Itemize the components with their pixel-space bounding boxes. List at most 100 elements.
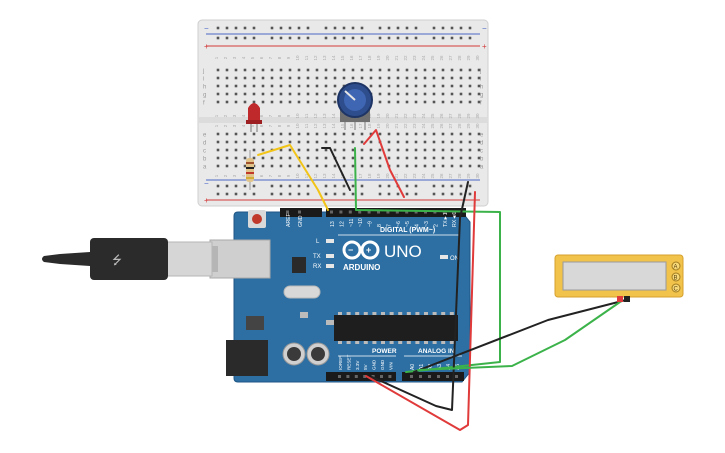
breadboard-hole[interactable] xyxy=(414,132,418,136)
digital-pin-socket[interactable] xyxy=(339,210,343,214)
breadboard-hole[interactable] xyxy=(342,140,346,144)
breadboard-hole[interactable] xyxy=(423,68,427,72)
rail-hole[interactable] xyxy=(288,192,292,196)
breadboard-hole[interactable] xyxy=(441,68,445,72)
breadboard-hole[interactable] xyxy=(414,84,418,88)
breadboard-hole[interactable] xyxy=(459,76,463,80)
rail-hole[interactable] xyxy=(342,26,346,30)
breadboard-hole[interactable] xyxy=(261,132,265,136)
rail-hole[interactable] xyxy=(351,36,355,40)
breadboard-hole[interactable] xyxy=(324,76,328,80)
rail-hole[interactable] xyxy=(405,26,409,30)
breadboard-hole[interactable] xyxy=(324,156,328,160)
breadboard-hole[interactable] xyxy=(369,132,373,136)
breadboard-hole[interactable] xyxy=(225,156,229,160)
wire-black-long[interactable] xyxy=(371,181,469,411)
breadboard-hole[interactable] xyxy=(216,76,220,80)
breadboard-hole[interactable] xyxy=(297,132,301,136)
rail-hole[interactable] xyxy=(378,36,382,40)
rail-hole[interactable] xyxy=(459,36,463,40)
rail-hole[interactable] xyxy=(387,184,391,188)
red-led[interactable] xyxy=(246,103,262,132)
usb-port[interactable] xyxy=(209,239,271,279)
rail-hole[interactable] xyxy=(279,192,283,196)
breadboard-hole[interactable] xyxy=(306,84,310,88)
breadboard-hole[interactable] xyxy=(423,164,427,168)
breadboard-hole[interactable] xyxy=(414,148,418,152)
breadboard-hole[interactable] xyxy=(333,132,337,136)
wire-red-long[interactable] xyxy=(365,191,476,431)
breadboard-hole[interactable] xyxy=(369,76,373,80)
rail-hole[interactable] xyxy=(351,192,355,196)
breadboard-hole[interactable] xyxy=(414,68,418,72)
rail-hole[interactable] xyxy=(432,26,436,30)
rail-hole[interactable] xyxy=(441,26,445,30)
breadboard-hole[interactable] xyxy=(405,68,409,72)
breadboard-hole[interactable] xyxy=(333,92,337,96)
rail-hole[interactable] xyxy=(297,36,301,40)
breadboard-hole[interactable] xyxy=(432,100,436,104)
breadboard-hole[interactable] xyxy=(441,76,445,80)
rail-hole[interactable] xyxy=(387,26,391,30)
breadboard-hole[interactable] xyxy=(297,148,301,152)
breadboard-hole[interactable] xyxy=(369,156,373,160)
breadboard-hole[interactable] xyxy=(279,148,283,152)
breadboard-hole[interactable] xyxy=(450,76,454,80)
breadboard-hole[interactable] xyxy=(369,140,373,144)
breadboard-hole[interactable] xyxy=(450,140,454,144)
breadboard-hole[interactable] xyxy=(387,68,391,72)
rail-hole[interactable] xyxy=(297,184,301,188)
breadboard-hole[interactable] xyxy=(432,148,436,152)
breadboard-hole[interactable] xyxy=(216,68,220,72)
breadboard-hole[interactable] xyxy=(441,100,445,104)
breadboard-hole[interactable] xyxy=(306,132,310,136)
breadboard-hole[interactable] xyxy=(477,132,481,136)
rail-hole[interactable] xyxy=(396,192,400,196)
breadboard-hole[interactable] xyxy=(369,84,373,88)
rail-hole[interactable] xyxy=(279,26,283,30)
breadboard-hole[interactable] xyxy=(261,84,265,88)
breadboard-hole[interactable] xyxy=(342,164,346,168)
breadboard-hole[interactable] xyxy=(405,100,409,104)
rail-hole[interactable] xyxy=(324,36,328,40)
breadboard-hole[interactable] xyxy=(306,76,310,80)
breadboard-hole[interactable] xyxy=(297,140,301,144)
breadboard-hole[interactable] xyxy=(360,68,364,72)
analog-pin-header[interactable] xyxy=(402,372,464,381)
breadboard-hole[interactable] xyxy=(387,148,391,152)
digital-pin-socket[interactable] xyxy=(358,210,362,214)
rail-hole[interactable] xyxy=(252,36,256,40)
breadboard-hole[interactable] xyxy=(468,100,472,104)
breadboard-hole[interactable] xyxy=(315,84,319,88)
breadboard-hole[interactable] xyxy=(315,140,319,144)
breadboard-hole[interactable] xyxy=(234,156,238,160)
breadboard-hole[interactable] xyxy=(252,84,256,88)
power-pin-socket[interactable] xyxy=(388,375,392,378)
digital-pin-socket[interactable] xyxy=(330,210,333,214)
breadboard-hole[interactable] xyxy=(306,68,310,72)
breadboard-hole[interactable] xyxy=(270,84,274,88)
breadboard-hole[interactable] xyxy=(216,84,220,88)
breadboard-hole[interactable] xyxy=(270,100,274,104)
breadboard-hole[interactable] xyxy=(378,164,382,168)
breadboard-hole[interactable] xyxy=(252,68,256,72)
breadboard-hole[interactable] xyxy=(234,68,238,72)
rail-hole[interactable] xyxy=(288,26,292,30)
breadboard-hole[interactable] xyxy=(297,68,301,72)
digital-pin-socket[interactable] xyxy=(348,210,352,214)
breadboard-hole[interactable] xyxy=(279,140,283,144)
analog-pin-socket[interactable] xyxy=(446,375,449,378)
rail-hole[interactable] xyxy=(441,192,445,196)
rail-hole[interactable] xyxy=(297,192,301,196)
breadboard-hole[interactable] xyxy=(378,92,382,96)
breadboard-hole[interactable] xyxy=(243,156,247,160)
rail-hole[interactable] xyxy=(216,26,220,30)
breadboard-hole[interactable] xyxy=(243,100,247,104)
breadboard-hole[interactable] xyxy=(288,68,292,72)
breadboard-hole[interactable] xyxy=(450,132,454,136)
digital-pin-socket[interactable] xyxy=(405,210,409,214)
breadboard-hole[interactable] xyxy=(306,92,310,96)
breadboard-hole[interactable] xyxy=(261,92,265,96)
rail-hole[interactable] xyxy=(342,36,346,40)
breadboard-hole[interactable] xyxy=(423,140,427,144)
